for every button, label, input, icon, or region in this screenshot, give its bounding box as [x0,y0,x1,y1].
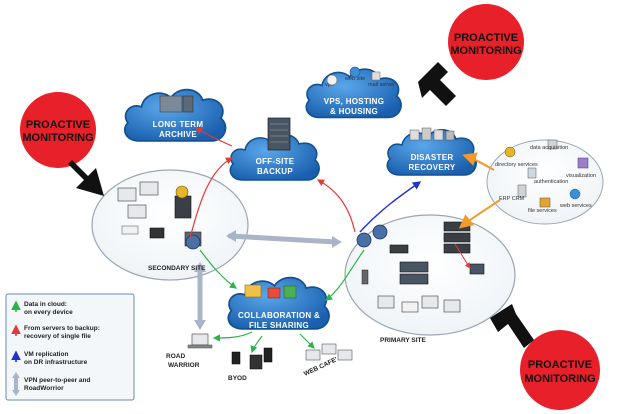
red-circle-icon [20,92,96,168]
byod-devices-icon [231,347,273,370]
vpn-arrows [194,230,342,330]
services-area [486,139,604,225]
service-authentication: authentication [534,179,568,185]
proactive-monitoring-bottom: PROACTIVE MONITORING [490,304,600,410]
offsite-backup-cloud: OFF-SITE BACKUP [229,133,320,181]
legend-vpn-line1: VPN peer-to-peer and [24,377,90,384]
collab-label-2: FILE SHARING [249,321,309,330]
red-circle-icon [520,330,600,410]
legend-green-line1: Data in cloud: [24,301,67,308]
secondary-server-icon [174,195,192,219]
black-arrow-icon [418,62,456,106]
pm-left-line2: MONITORING [22,132,93,144]
printer-icon [121,225,139,235]
service-file: file services [528,208,557,214]
black-arrow-icon [68,160,104,196]
service-directory: directory services [495,162,538,168]
primary-site-label: PRIMARY SITE [380,337,427,344]
legend-blue: VM replication on DR infrastructure [11,350,88,366]
secondary-site-area [91,169,249,281]
wifi-ap-icon [361,269,369,285]
folder-icon [244,284,262,298]
dr-icons [409,127,455,141]
pm-bottom-line2: MONITORING [524,373,595,385]
proactive-monitoring-top: PROACTIVE MONITORING [418,4,524,106]
primary-site-area [344,214,516,336]
pm-left-line1: PROACTIVE [26,119,90,131]
legend-blue-line2: on DR infrastructure [24,359,88,366]
mailserver-label: mail server [368,82,395,88]
offsite-server-rack-icon [267,117,291,151]
black-arrow-icon [490,304,534,348]
web-cafe-devices-icon [305,343,353,361]
primary-site-devices [356,221,485,313]
legend-red-line2: recovery of single file [24,333,91,340]
pm-top-line2: MONITORING [450,45,521,57]
archive-label-2: ARCHIVE [159,130,197,139]
secondary-site-label: SECONDARY SITE [148,265,206,272]
blue-replication-arrow [359,181,422,233]
legend-vpn: VPN peer-to-peer and RoadWorrior [12,372,90,396]
disaster-recovery-cloud: DISASTER RECOVERY [386,128,477,176]
orange-services-arrows [458,152,501,229]
secondary-router-icon [185,234,201,250]
tape-library-icon [159,95,183,113]
legend-green: Data in cloud: on every device [11,300,73,316]
service-data-acquisition: data acquisition [530,145,568,151]
service-erp-crm: ERP CRM [499,196,525,202]
proactive-monitoring-left: PROACTIVE MONITORING [20,92,104,196]
legend-red: From servers to backup: recovery of sing… [11,324,100,340]
pm-bottom-line1: PROACTIVE [528,359,592,371]
service-visualization: visualization [566,173,596,179]
primary-router-icon [356,232,372,248]
vpn-label: vpn [325,82,334,88]
service-web: web services [559,203,592,209]
vps-icons [326,66,381,86]
green-cloud-arrows [199,249,365,354]
road-warrior-label-1: ROAD [166,353,185,360]
collaboration-cloud: COLLABORATION & FILE SHARING [227,276,330,330]
offsite-label-1: OFF-SITE [256,157,295,166]
collab-icons [244,284,297,299]
legend-vpn-line2: RoadWorrior [24,385,64,392]
dr-label-1: DISASTER [411,153,454,162]
vps-hosting-cloud: VPS, HOSTING & HOUSING vpn web site mail… [305,68,402,119]
vps-label-2: & HOUSING [330,107,378,116]
archive-label-1: LONG TERM [153,120,204,129]
road-warrior-label-2: WARRIOR [168,362,200,369]
legend-blue-line1: VM replication [24,351,68,358]
vps-label-1: VPS, HOSTING [324,97,385,106]
collab-label-1: COLLABORATION & [238,311,320,320]
offsite-label-2: BACKUP [257,167,293,176]
website-label: web site [344,76,365,82]
dr-label-2: RECOVERY [408,163,455,172]
archive-icons [159,95,194,113]
legend-red-line1: From servers to backup: [24,325,100,332]
road-warrior-laptop-icon [187,333,213,349]
red-circle-icon [448,4,524,80]
legend: Data in cloud: on every device From serv… [5,293,135,401]
services-icons [504,139,589,208]
legend-green-line2: on every device [24,309,73,316]
red-backup-arrows [189,127,471,269]
secondary-site-devices [117,181,202,250]
pm-top-line1: PROACTIVE [454,32,518,44]
long-term-archive-cloud: LONG TERM ARCHIVE [123,88,227,142]
byod-label: BYOD [228,375,247,382]
